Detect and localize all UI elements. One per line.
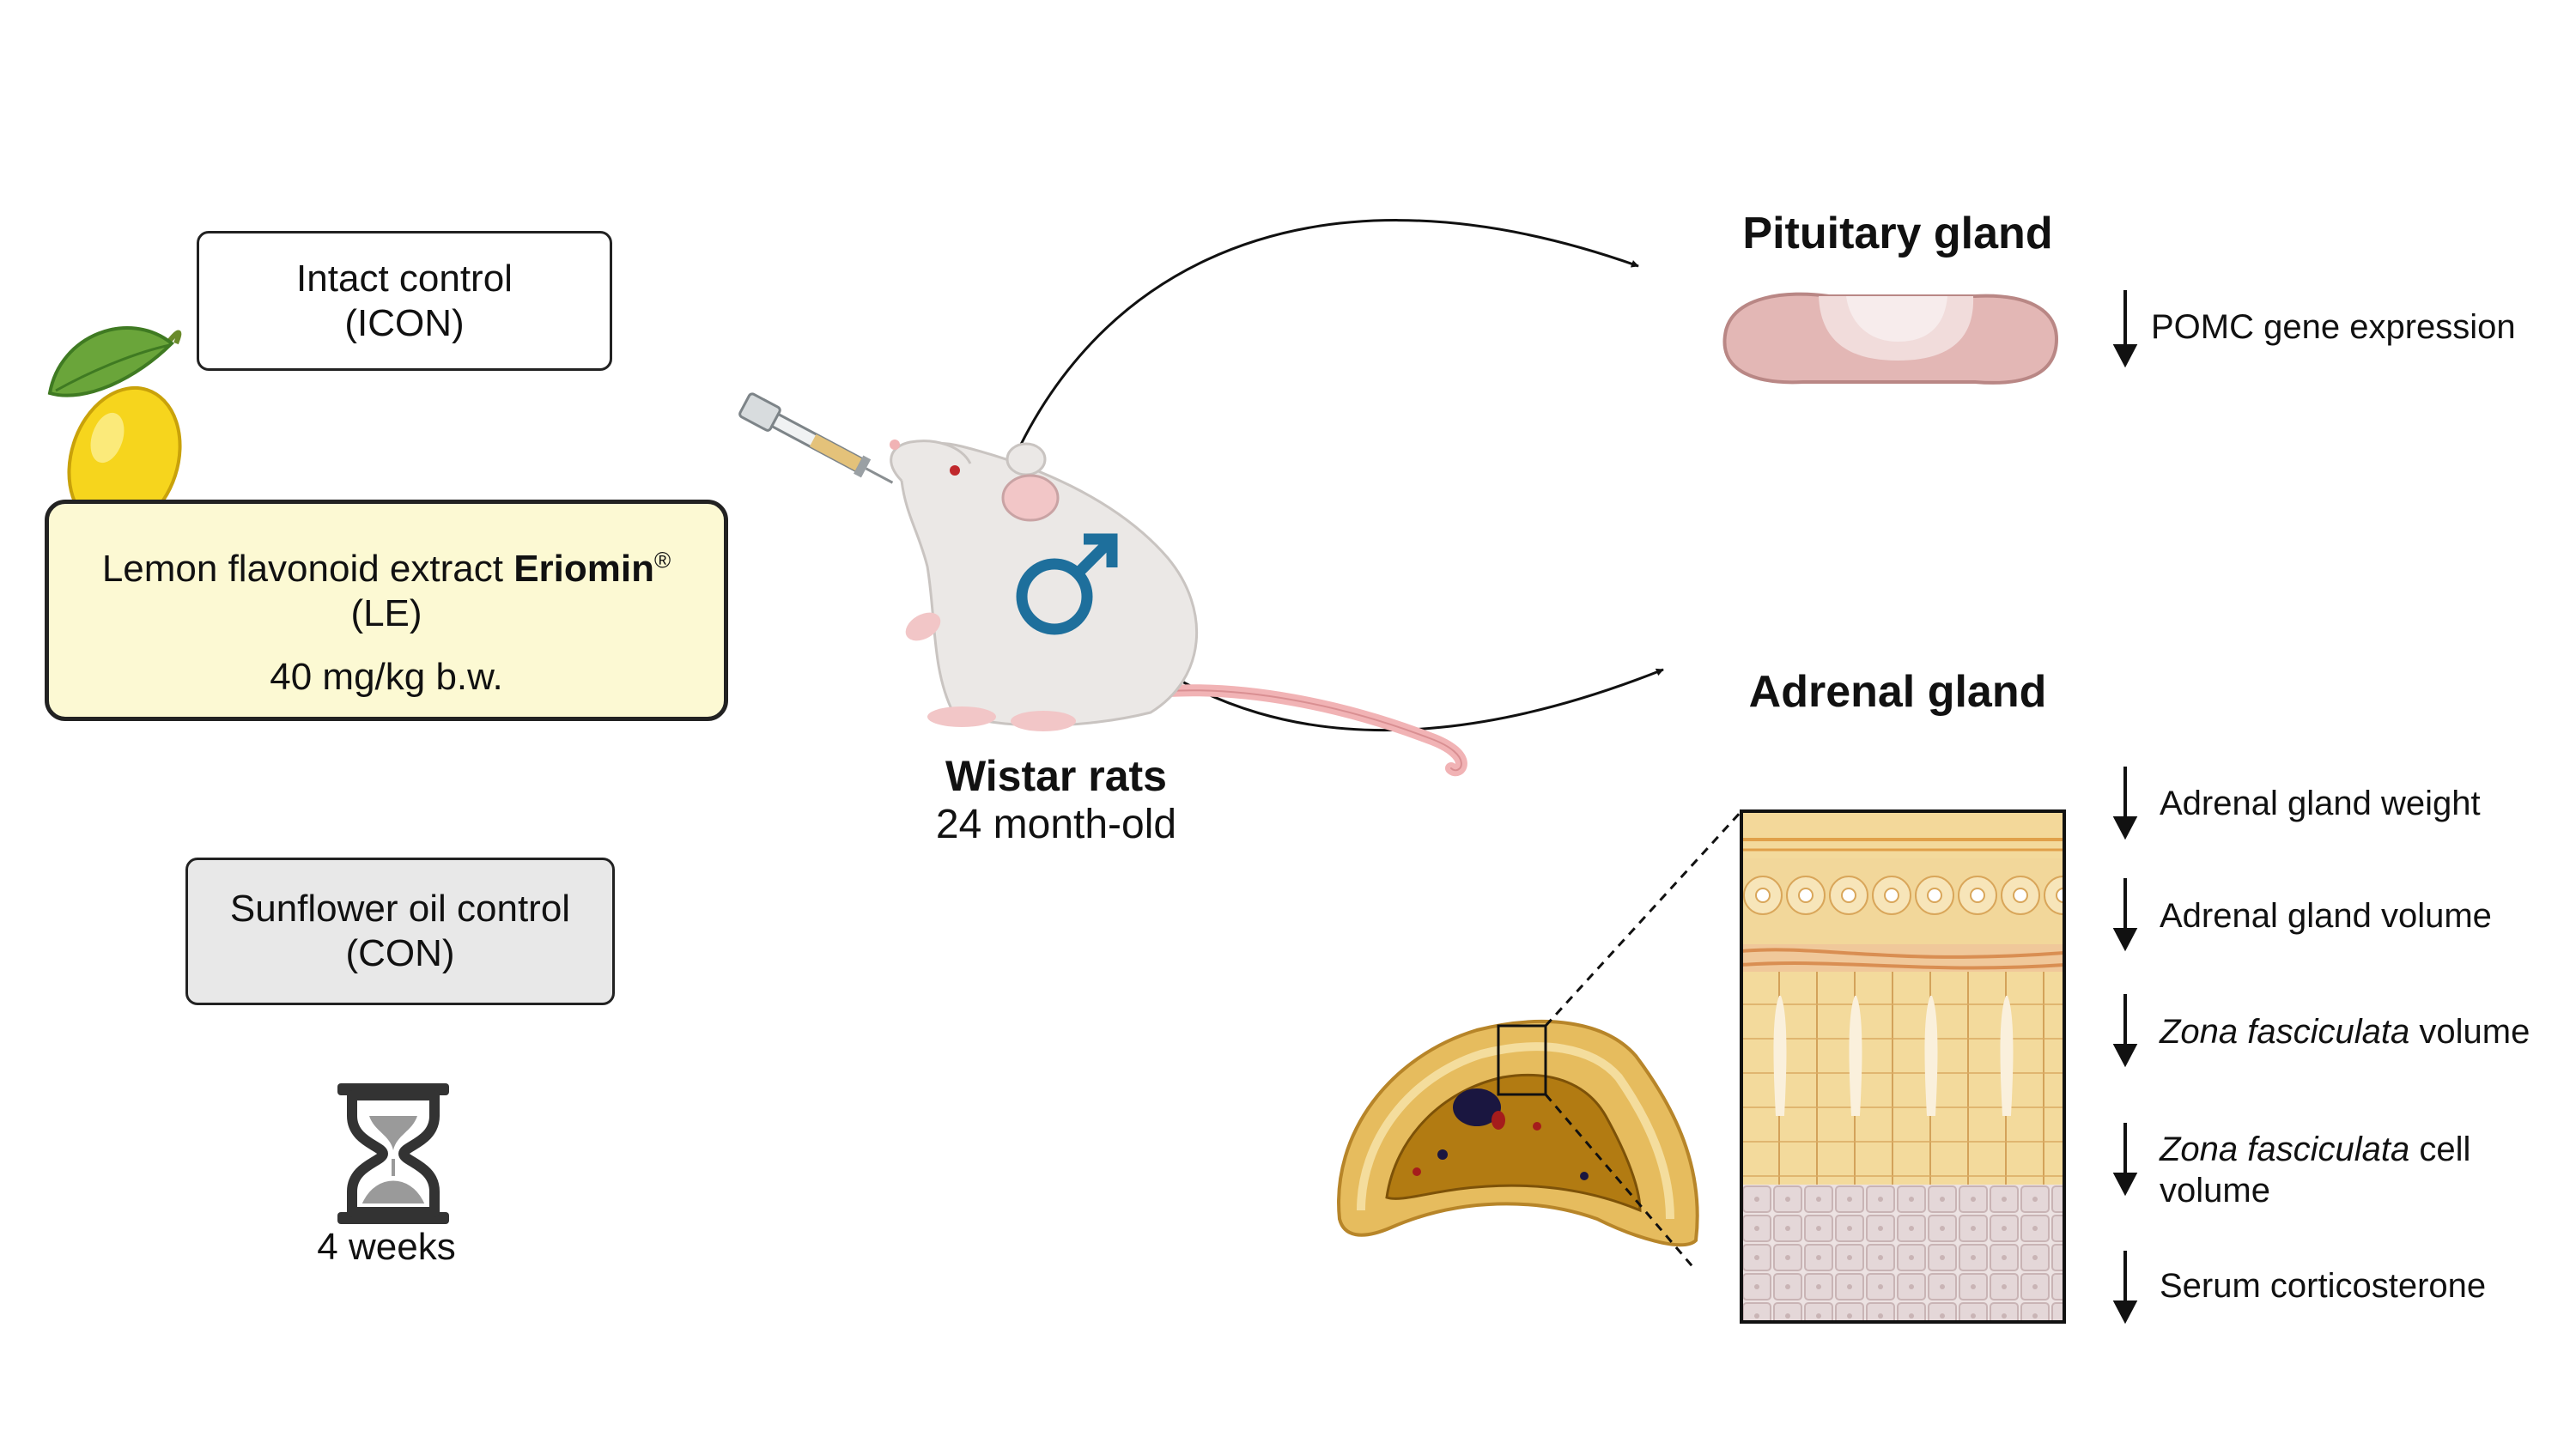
- con-group-abbrev: (CON): [345, 932, 455, 974]
- le-group-box: Lemon flavonoid extract Eriomin® (LE) 40…: [45, 500, 728, 721]
- down-arrow-icon: [2112, 290, 2138, 1325]
- registered-mark: ®: [654, 547, 671, 573]
- icon-group-name: Intact control: [296, 257, 513, 300]
- adrenal-title: Adrenal gland: [1748, 667, 2047, 717]
- adrenal-effect-zf-cell-volume: Zona fasciculata cell volume: [2160, 1131, 2471, 1210]
- le-dose: 40 mg/kg b.w.: [270, 656, 503, 698]
- adrenal-section-icon: [1337, 1020, 1699, 1247]
- pituitary-effect: POMC gene expression: [2151, 308, 2516, 346]
- hourglass-icon: [337, 1083, 449, 1224]
- icon-group-abbrev: (ICON): [344, 301, 465, 344]
- le-group-abbrev: (LE): [350, 592, 422, 634]
- le-group-name: Lemon flavonoid extract Eriomin®: [101, 547, 671, 590]
- rat-icon: [890, 440, 1467, 777]
- duration-label: 4 weeks: [317, 1226, 456, 1268]
- animal-label: Wistar rats 24 month-old: [884, 751, 1228, 849]
- pituitary-icon: [1722, 292, 2059, 385]
- male-symbol-icon: [1016, 533, 1118, 635]
- adrenal-effect-weight: Adrenal gland weight: [2160, 785, 2481, 822]
- animal-name: Wistar rats: [945, 752, 1167, 800]
- con-group-name: Sunflower oil control: [229, 888, 571, 930]
- con-group-box: Sunflower oil control (CON): [185, 858, 615, 1005]
- icon-group-box: Intact control (ICON): [197, 231, 612, 371]
- adrenal-effect-zf-volume: Zona fasciculata volume: [2160, 1013, 2530, 1051]
- le-brand-name: Eriomin: [513, 548, 654, 590]
- lemon-icon: [47, 326, 182, 533]
- animal-age: 24 month-old: [935, 802, 1177, 847]
- adrenal-histology-icon: [1740, 809, 2066, 1324]
- zoom-line-top: [1544, 809, 1743, 1028]
- syringe-icon: [738, 392, 894, 484]
- adrenal-effect-corticosterone: Serum corticosterone: [2160, 1267, 2487, 1305]
- arrow-to-pituitary: [984, 219, 1639, 537]
- pituitary-title: Pituitary gland: [1742, 209, 2053, 258]
- zoom-line-bottom: [1544, 1094, 1698, 1271]
- adrenal-effect-volume: Adrenal gland volume: [2160, 897, 2492, 935]
